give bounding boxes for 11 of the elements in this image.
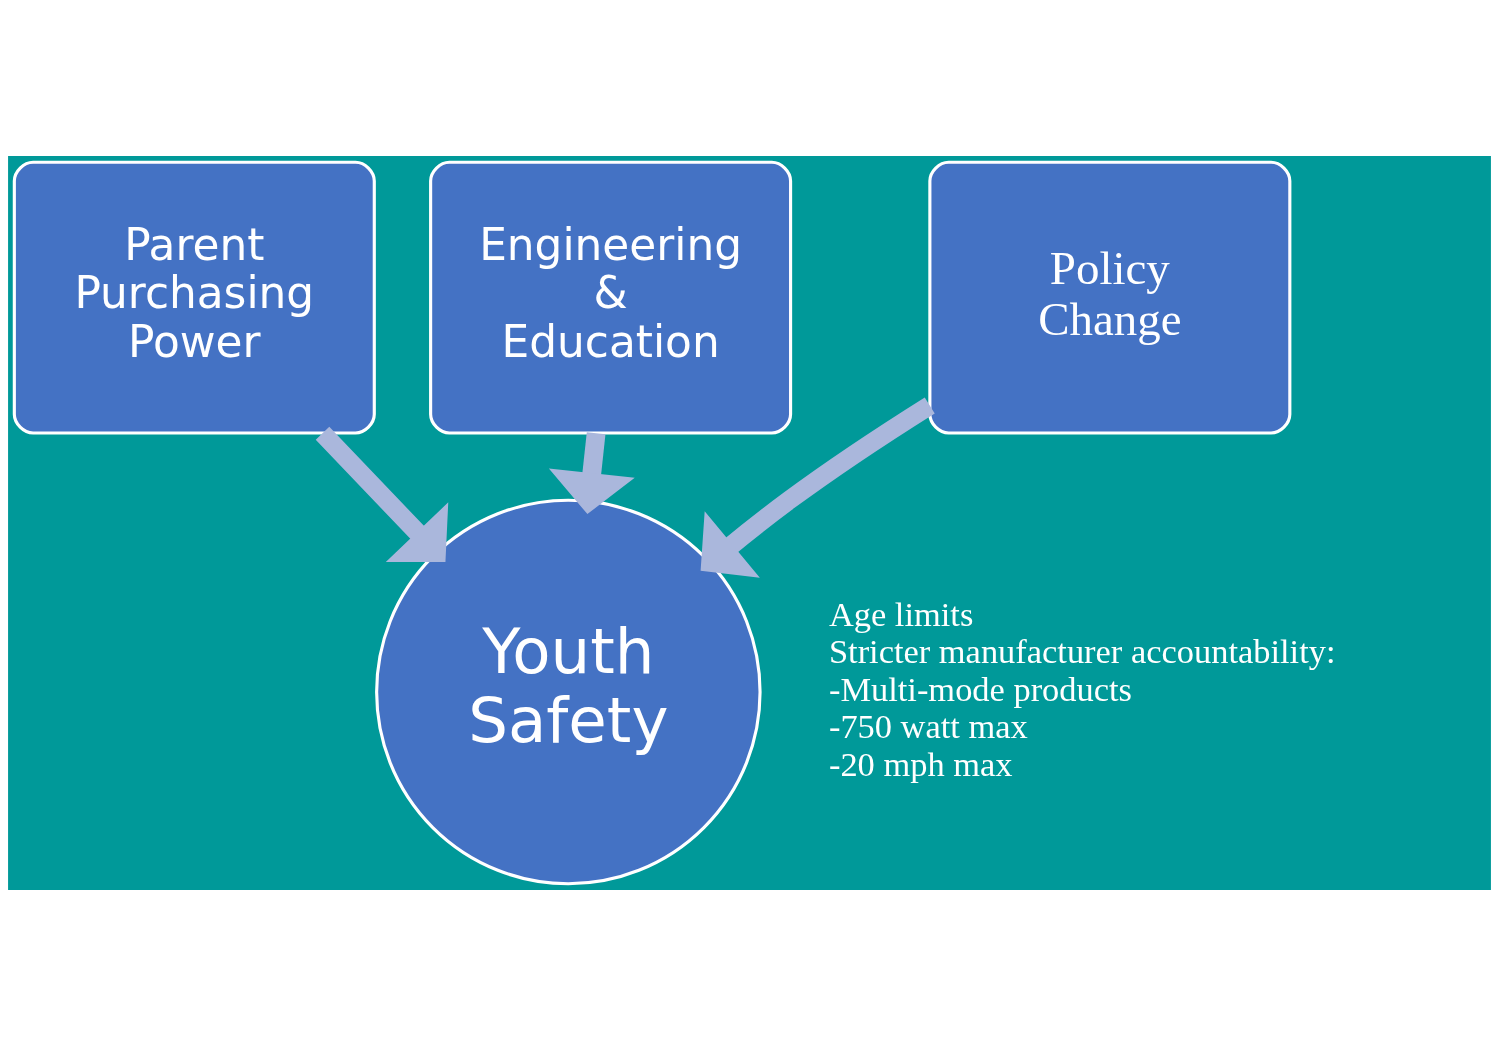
node-box: Policy Change	[928, 160, 1292, 435]
node-box: Parent Purchasing Power	[12, 160, 376, 435]
arrow	[700, 397, 935, 578]
arrow	[548, 432, 635, 515]
label: -20 mph max	[828, 744, 1013, 783]
arrow	[315, 426, 449, 563]
node-box: Engineering & Education	[429, 160, 793, 435]
label: Age limits	[828, 594, 974, 633]
label: -750 watt max	[828, 707, 1028, 746]
label: Stricter manufacturer accountability:	[828, 632, 1336, 671]
label: -Multi-mode products	[828, 669, 1132, 708]
